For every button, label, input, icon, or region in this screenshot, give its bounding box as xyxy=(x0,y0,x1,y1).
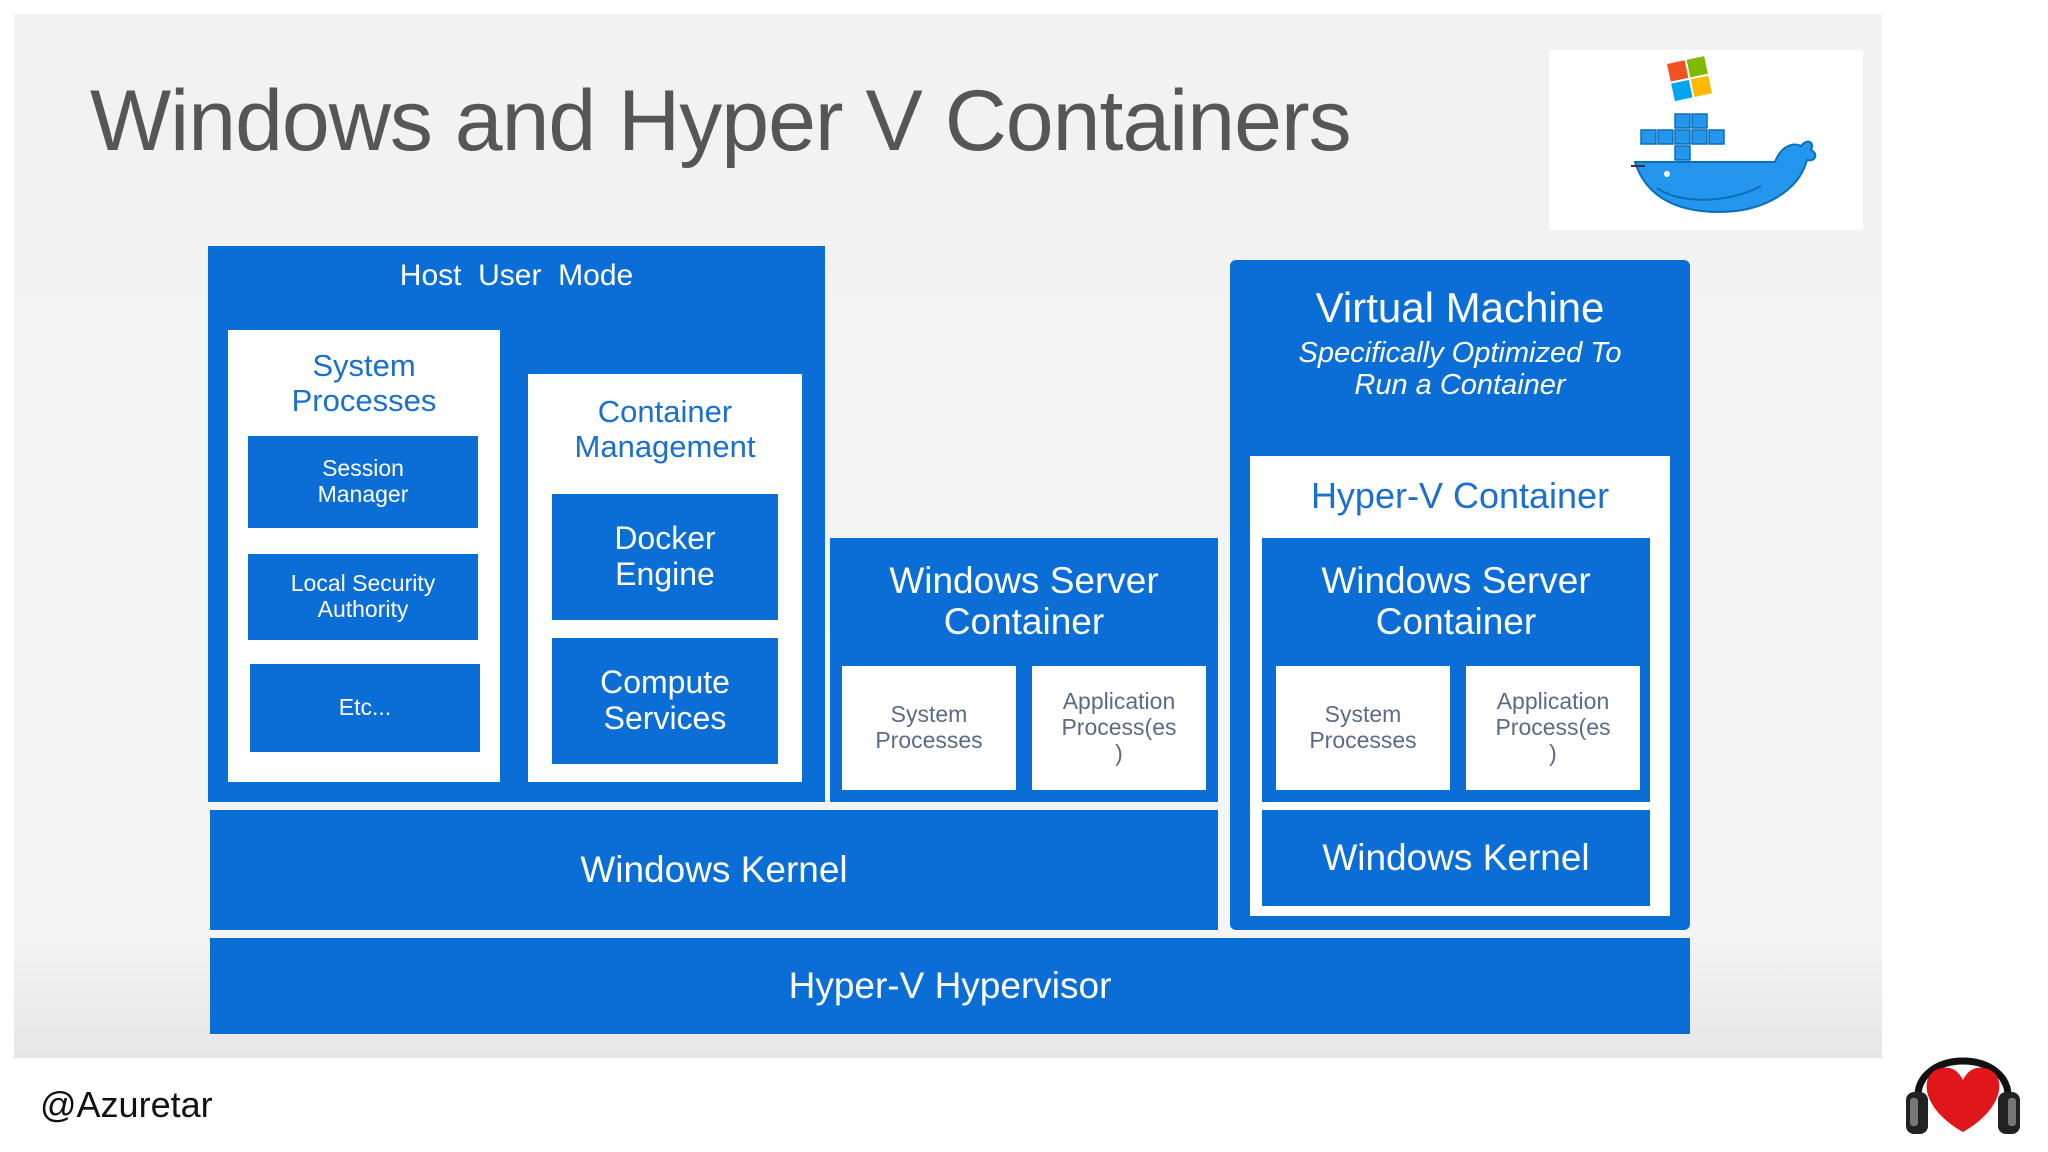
hyperv-hypervisor-box: Hyper-V Hypervisor xyxy=(210,938,1690,1034)
footer-handle: @Azuretar xyxy=(40,1084,213,1125)
virtual-machine-label: Virtual Machine xyxy=(1315,284,1605,331)
vm-wsc-application-processes-box: Application Process(es ) xyxy=(1466,666,1640,790)
system-processes-label: System Processes xyxy=(291,348,437,418)
virtual-machine-subtitle: Specifically Optimized To Run a Containe… xyxy=(1298,336,1622,401)
windows-server-container-label: Windows Server Container xyxy=(889,559,1159,642)
vm-windows-kernel-box: Windows Kernel xyxy=(1262,810,1650,906)
docker-windows-logo-icon xyxy=(1631,56,1817,214)
wsc-system-processes-box: System Processes xyxy=(842,666,1016,790)
logo-container xyxy=(1549,50,1863,230)
docker-engine-box: Docker Engine xyxy=(552,494,778,620)
slide-title: Windows and Hyper V Containers xyxy=(90,73,1352,169)
local-security-authority-box: Local Security Authority xyxy=(248,554,478,640)
container-management-label: Container Management xyxy=(574,394,756,464)
headphones-heart-icon xyxy=(1906,1057,2020,1134)
vm-windows-server-container-label: Windows Server Container xyxy=(1321,559,1591,642)
host-windows-kernel-box: Windows Kernel xyxy=(210,810,1218,930)
host-user-mode-label: Host User Mode xyxy=(399,259,634,293)
hyperv-container-label: Hyper-V Container xyxy=(1310,475,1610,516)
session-manager-box: Session Manager xyxy=(248,436,478,528)
wsc-application-processes-box: Application Process(es ) xyxy=(1032,666,1206,790)
etc-box: Etc... xyxy=(250,664,480,752)
vm-wsc-system-processes-box: System Processes xyxy=(1276,666,1450,790)
compute-services-box: Compute Services xyxy=(552,638,778,764)
